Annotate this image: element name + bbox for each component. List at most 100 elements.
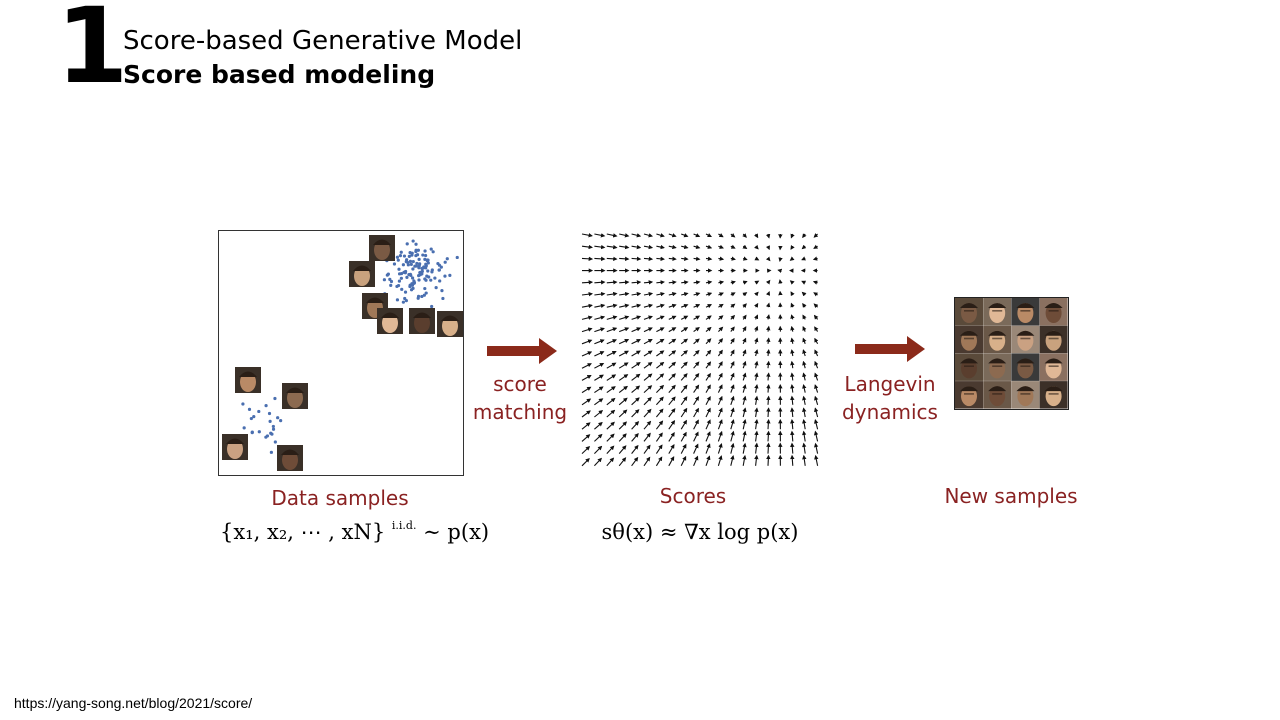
data-point bbox=[423, 249, 427, 253]
score-arrow bbox=[581, 315, 593, 320]
score-arrow bbox=[606, 244, 618, 250]
score-arrow bbox=[631, 303, 642, 308]
score-arrow bbox=[680, 419, 687, 430]
score-arrow bbox=[618, 397, 628, 406]
score-arrow bbox=[680, 373, 688, 381]
score-arrow bbox=[705, 292, 713, 297]
new-samples-faces bbox=[955, 298, 1068, 409]
data-point bbox=[397, 279, 402, 283]
score-arrow bbox=[618, 385, 628, 394]
score-arrow bbox=[668, 384, 676, 393]
score-arrow bbox=[813, 292, 819, 297]
data-point bbox=[410, 276, 415, 280]
data-point bbox=[399, 250, 403, 254]
score-arrow bbox=[594, 280, 606, 285]
score-arrow bbox=[680, 396, 688, 406]
data-point bbox=[424, 262, 428, 266]
score-arrow bbox=[802, 418, 807, 430]
score-arrow bbox=[730, 337, 735, 345]
score-arrow bbox=[705, 233, 713, 238]
score-arrow bbox=[606, 457, 615, 467]
score-arrow bbox=[656, 280, 665, 285]
score-arrow bbox=[594, 398, 604, 406]
score-arrow bbox=[656, 350, 665, 357]
score-arrow bbox=[766, 314, 771, 320]
score-arrow bbox=[581, 446, 591, 455]
score-arrow bbox=[668, 256, 677, 261]
data-point bbox=[268, 419, 272, 423]
face-thumbnail bbox=[235, 367, 261, 393]
data-point bbox=[264, 435, 268, 439]
data-point bbox=[405, 275, 409, 279]
score-arrow bbox=[814, 326, 819, 332]
data-point bbox=[430, 270, 434, 274]
score-arrow bbox=[705, 304, 712, 309]
data-point bbox=[269, 450, 273, 454]
score-arrow bbox=[618, 409, 628, 418]
score-arrow bbox=[594, 291, 606, 297]
score-arrow bbox=[668, 292, 677, 297]
slide-title: Score-based Generative Model bbox=[123, 26, 523, 56]
score-arrow bbox=[765, 279, 771, 285]
score-arrow bbox=[718, 256, 725, 261]
face-thumbnail bbox=[349, 261, 375, 287]
data-point bbox=[421, 253, 425, 257]
score-arrow bbox=[801, 244, 807, 250]
score-arrow bbox=[594, 351, 605, 357]
data-point bbox=[399, 276, 403, 280]
data-point bbox=[443, 274, 447, 278]
score-arrow bbox=[754, 337, 759, 344]
score-arrow bbox=[594, 362, 605, 369]
data-point bbox=[422, 265, 426, 269]
score-arrow bbox=[717, 361, 723, 369]
score-arrow bbox=[766, 454, 771, 466]
score-arrow bbox=[619, 233, 630, 238]
score-arrow bbox=[801, 280, 807, 285]
score-arrow bbox=[655, 420, 664, 430]
langevin-arrow bbox=[855, 336, 925, 362]
score-arrow bbox=[693, 256, 701, 261]
score-arrow bbox=[814, 384, 819, 393]
score-arrow bbox=[790, 245, 795, 250]
score-arrow bbox=[593, 457, 602, 467]
score-arrow bbox=[705, 395, 711, 406]
score-arrow bbox=[643, 280, 654, 285]
score-arrow bbox=[814, 407, 819, 418]
score-arrow bbox=[754, 302, 759, 308]
score-arrow bbox=[631, 397, 640, 406]
data-point bbox=[415, 261, 419, 266]
data-point bbox=[395, 255, 400, 259]
score-arrow bbox=[631, 444, 639, 454]
generated-face bbox=[955, 325, 983, 354]
score-arrow bbox=[730, 244, 736, 249]
score-arrow bbox=[631, 350, 641, 357]
score-arrow bbox=[790, 325, 795, 332]
score-arrow bbox=[631, 362, 641, 369]
data-point bbox=[445, 257, 449, 261]
generated-face bbox=[955, 381, 983, 409]
data-point bbox=[242, 426, 246, 430]
score-arrow bbox=[790, 372, 795, 381]
score-arrow bbox=[606, 433, 615, 442]
score-arrow bbox=[656, 233, 665, 238]
source-url[interactable]: https://yang-song.net/blog/2021/score/ bbox=[14, 695, 253, 711]
generated-face bbox=[1011, 381, 1040, 409]
data-point bbox=[430, 304, 434, 309]
score-arrow bbox=[680, 327, 689, 333]
data-point bbox=[273, 440, 277, 444]
score-arrow bbox=[718, 233, 724, 238]
score-arrow bbox=[656, 244, 665, 250]
score-arrow bbox=[606, 374, 617, 381]
score-arrow bbox=[606, 280, 618, 285]
score-arrow bbox=[766, 383, 771, 393]
score-arrow bbox=[705, 244, 713, 249]
generated-face bbox=[983, 298, 1012, 326]
score-arrow bbox=[606, 256, 618, 262]
score-arrow bbox=[801, 291, 807, 297]
data-point bbox=[389, 279, 394, 284]
score-arrow bbox=[668, 233, 677, 238]
score-arrow bbox=[594, 303, 606, 309]
score-arrow bbox=[606, 339, 617, 345]
data-point bbox=[401, 300, 405, 304]
score-arrow bbox=[693, 407, 699, 418]
